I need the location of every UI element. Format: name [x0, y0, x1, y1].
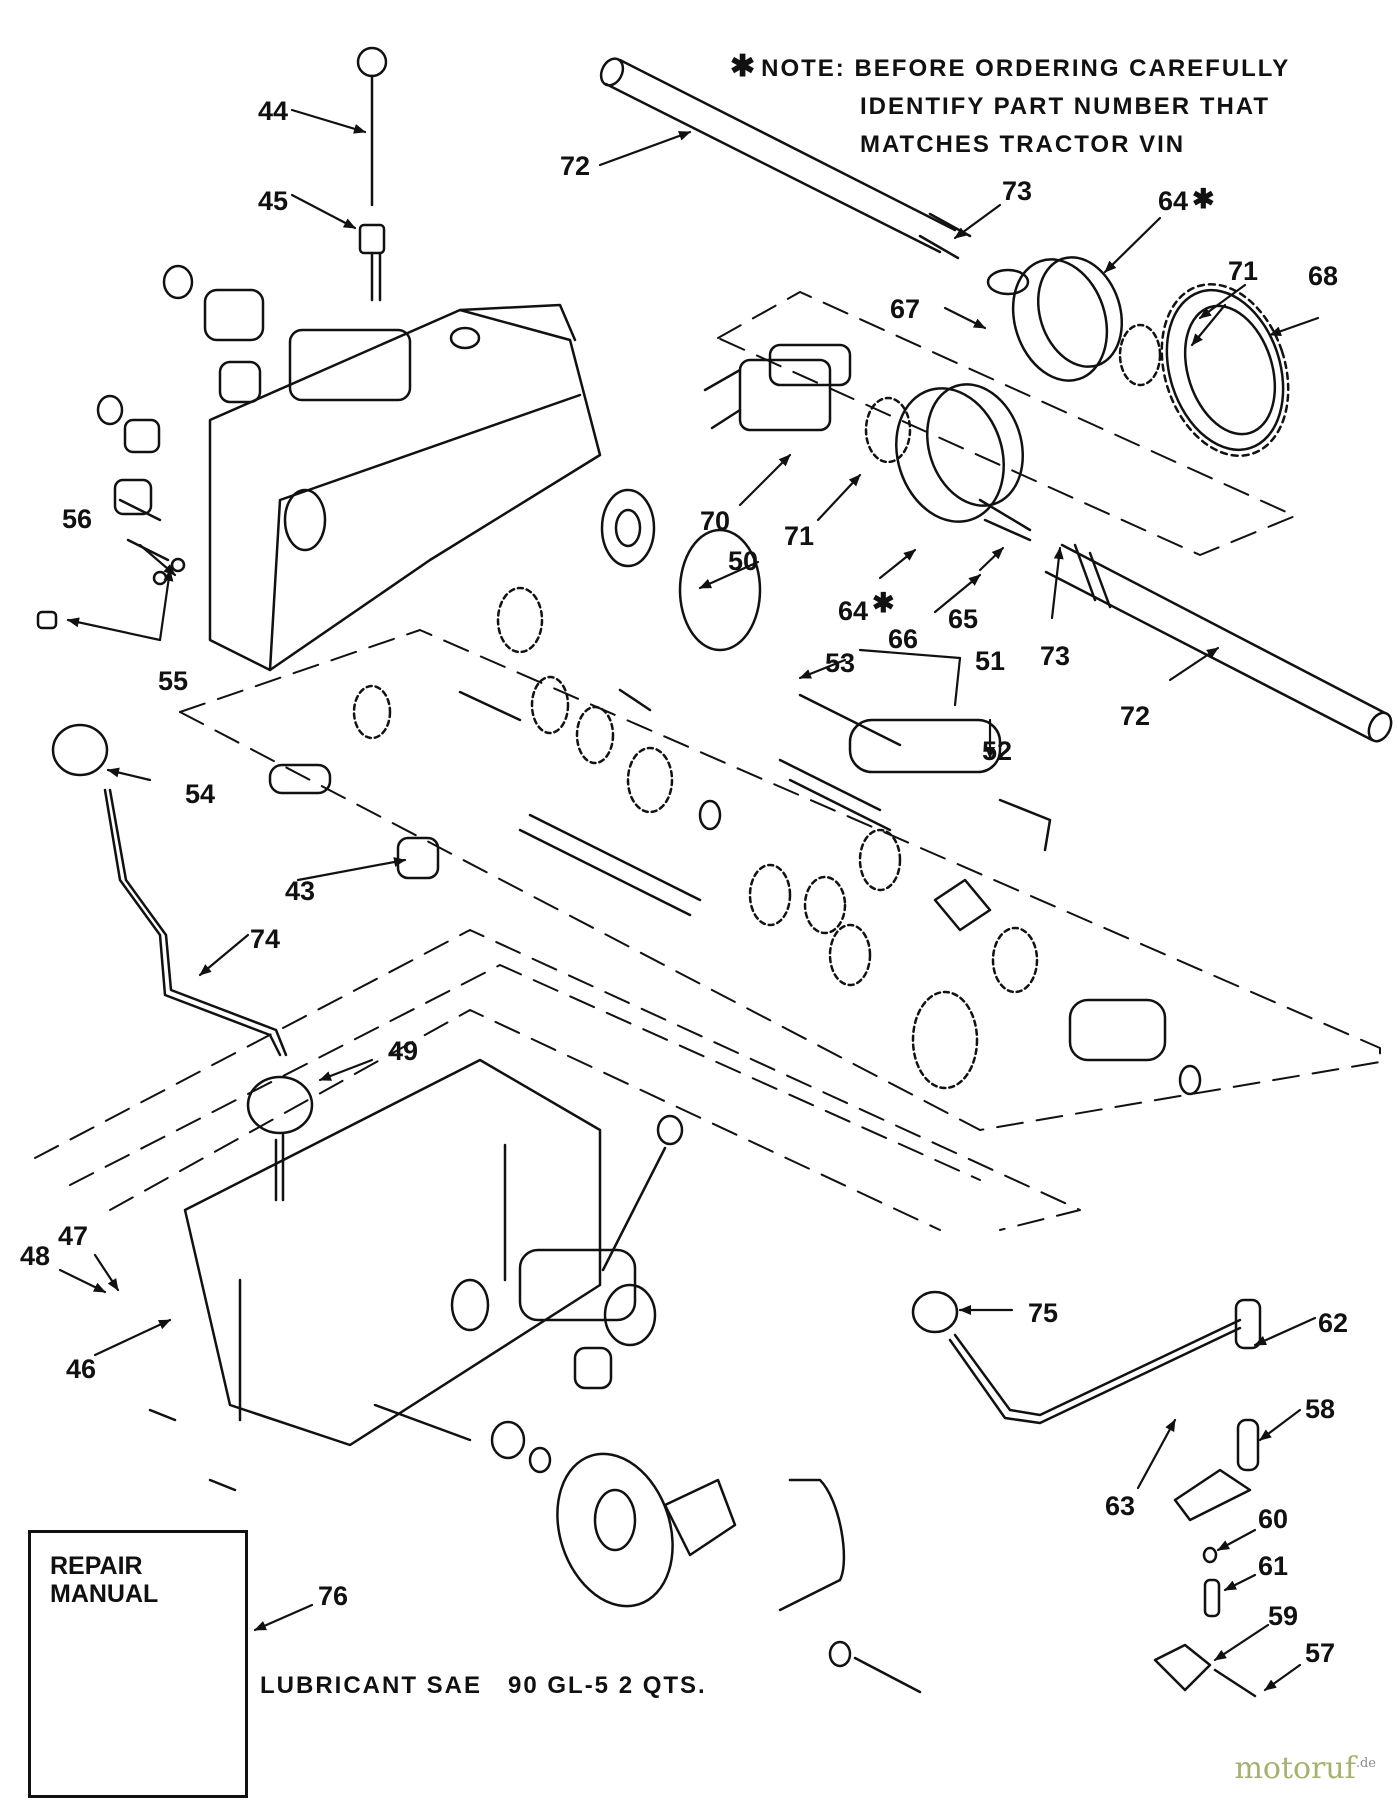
part-label-71-upper: 71 [1228, 256, 1258, 286]
part-label-50: 50 [728, 546, 758, 576]
part-label-49: 49 [388, 1036, 418, 1066]
part-label-52: 52 [982, 736, 1012, 766]
differential-case-lower [895, 383, 1032, 542]
part-label-64-lower: 64 [838, 596, 868, 626]
part-label-73-upper: 73 [1002, 176, 1032, 206]
part-label-70: 70 [700, 506, 730, 536]
part-label-65: 65 [948, 604, 978, 634]
part-label-44: 44 [258, 96, 288, 126]
part-label-48: 48 [20, 1241, 50, 1271]
part-label-66: 66 [888, 624, 918, 654]
part-label-72-lower: 72 [1120, 701, 1150, 731]
transmission-case [96, 264, 656, 672]
lubricant-spec: LUBRICANT SAE 90 GL-5 2 QTS. [260, 1672, 707, 1699]
axle-shaft-lower [1044, 543, 1393, 743]
part-label-73-lower: 73 [1040, 641, 1070, 671]
ring-gear [1160, 283, 1290, 457]
watermark-suffix: .de [1355, 1756, 1376, 1771]
part-label-74: 74 [250, 924, 280, 954]
shift-handle-right [911, 1290, 1262, 1698]
part-label-60: 60 [1258, 1504, 1288, 1534]
bevel-gears [703, 323, 1162, 464]
part-label-61: 61 [1258, 1551, 1288, 1581]
part-label-64-lower-asterisk: ✱ [872, 588, 895, 618]
leader-arrows [58, 108, 1320, 1692]
shift-lever [51, 723, 314, 1202]
watermark-name: motoruf [1234, 1751, 1356, 1786]
brake-assembly [148, 1403, 922, 1694]
repair-manual-title-line-2: MANUAL [50, 1580, 159, 1608]
dashed-outline-lower [34, 929, 1081, 1231]
note-line-2: IDENTIFY PART NUMBER THAT [860, 93, 1270, 120]
note-line-1: NOTE: BEFORE ORDERING CAREFULLY [761, 55, 1291, 82]
part-label-76: 76 [318, 1581, 348, 1611]
part-number-labels: 44 45 72 73 64 ✱ 67 71 68 70 71 56 55 50… [20, 96, 1348, 1668]
part-label-57: 57 [1305, 1638, 1335, 1668]
part-label-47: 47 [58, 1221, 88, 1251]
part-label-55: 55 [158, 666, 188, 696]
repair-manual-title-line-1: REPAIR [50, 1552, 143, 1580]
part-label-58: 58 [1305, 1394, 1335, 1424]
part-label-72-upper: 72 [560, 151, 590, 181]
dashed-outline-upper [179, 291, 1381, 1131]
part-label-56: 56 [62, 504, 92, 534]
part-label-75: 75 [1028, 1298, 1058, 1328]
ordering-note: ✱NOTE: BEFORE ORDERING CAREFULLY IDENTIF… [730, 48, 1290, 164]
part-label-64-upper-asterisk: ✱ [1192, 184, 1215, 214]
repair-manual-title: REPAIR MANUAL [50, 1552, 158, 1608]
shift-cover [183, 1058, 684, 1447]
part-label-68: 68 [1308, 261, 1338, 291]
repair-manual-book [28, 1530, 248, 1798]
part-label-64-upper: 64 [1158, 186, 1188, 216]
part-label-54: 54 [185, 779, 215, 809]
watermark: motoruf.de [1234, 1751, 1376, 1786]
gear-cluster [268, 528, 1202, 1096]
differential-case-upper [986, 256, 1124, 382]
part-label-53: 53 [825, 648, 855, 678]
part-label-59: 59 [1268, 1601, 1298, 1631]
part-label-63: 63 [1105, 1491, 1135, 1521]
asterisk-icon: ✱ [730, 50, 758, 83]
note-line-3: MATCHES TRACTOR VIN [860, 131, 1186, 158]
part-label-71-lower: 71 [784, 521, 814, 551]
part-label-62: 62 [1318, 1308, 1348, 1338]
part-label-51: 51 [975, 646, 1005, 676]
part-label-46: 46 [66, 1354, 96, 1384]
part-label-43: 43 [285, 876, 315, 906]
part-label-45: 45 [258, 186, 288, 216]
part-label-67: 67 [890, 294, 920, 324]
